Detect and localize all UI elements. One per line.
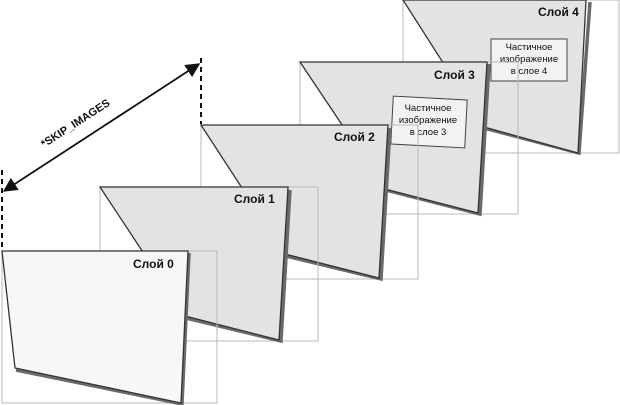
layer-3-partial-line-1: Частичное [405,103,452,114]
layer-0: Слой 0 [1,250,218,405]
layer-4-partial-line-3: в слое 4 [511,66,548,77]
layer-3-partial-line-2: изображение [399,115,457,126]
layer-0-label: Слой 0 [133,257,174,271]
layer-2-label: Слой 2 [334,130,375,144]
layer-3-partial-box [390,95,468,149]
layer-4-label: Слой 4 [538,5,579,19]
layer-0-sheet [1,250,189,404]
layer-4-partial-line-2: изображение [500,54,558,65]
layer-4-partial-box [490,38,568,82]
layer-1-label: Слой 1 [234,192,275,206]
layer-4: Слой 4 Частичное изображение в слое 4 [402,0,620,156]
layer-1-shadow [185,189,292,344]
skip-images-arrow [2,63,201,192]
layer-3-label: Слой 3 [434,68,475,82]
layer-4-partial-line-1: Частичное [506,42,553,53]
layer-0-shadow [15,252,191,405]
skip-images-label: *SKIP_IMAGES [39,97,112,150]
layer-3-partial-line-3: в слое 3 [410,127,447,138]
